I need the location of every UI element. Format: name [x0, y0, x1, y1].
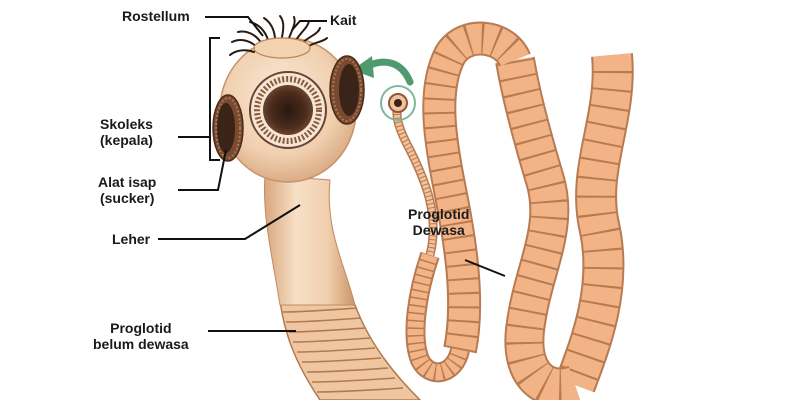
neck-and-immature-segments — [264, 174, 422, 400]
scolex-head — [212, 15, 365, 183]
label-proglotid-muda-line2: belum dewasa — [93, 336, 189, 352]
label-rostellum: Rostellum — [122, 8, 190, 24]
label-skoleks-line1: Skoleks — [100, 116, 153, 132]
label-alat-isap: Alat isap (sucker) — [98, 174, 156, 206]
label-proglotid-dewasa-line1: Proglotid — [408, 206, 470, 222]
right-sucker — [329, 55, 365, 125]
label-proglotid-dewasa-line2: Dewasa — [412, 222, 465, 238]
label-alat-isap-line2: (sucker) — [99, 190, 155, 206]
small-tapeworm-chain — [380, 85, 438, 257]
label-skoleks: Skoleks (kepala) — [100, 116, 153, 148]
label-proglotid-dewasa: Proglotid Dewasa — [408, 206, 469, 238]
mature-proglottid-chain — [405, 21, 634, 400]
label-proglotid-muda-line1: Proglotid — [110, 320, 172, 336]
scolex-highlight-circle — [380, 85, 416, 121]
label-proglotid-belum-dewasa: Proglotid belum dewasa — [93, 320, 189, 352]
label-skoleks-line2: (kepala) — [100, 132, 153, 148]
left-sucker — [212, 94, 244, 162]
front-sucker — [249, 71, 327, 149]
leader-lines — [158, 16, 506, 332]
label-alat-isap-line1: Alat isap — [98, 174, 157, 190]
zoom-arrow-icon — [352, 56, 414, 86]
label-leher: Leher — [112, 231, 151, 247]
label-kait: Kait — [330, 12, 357, 28]
